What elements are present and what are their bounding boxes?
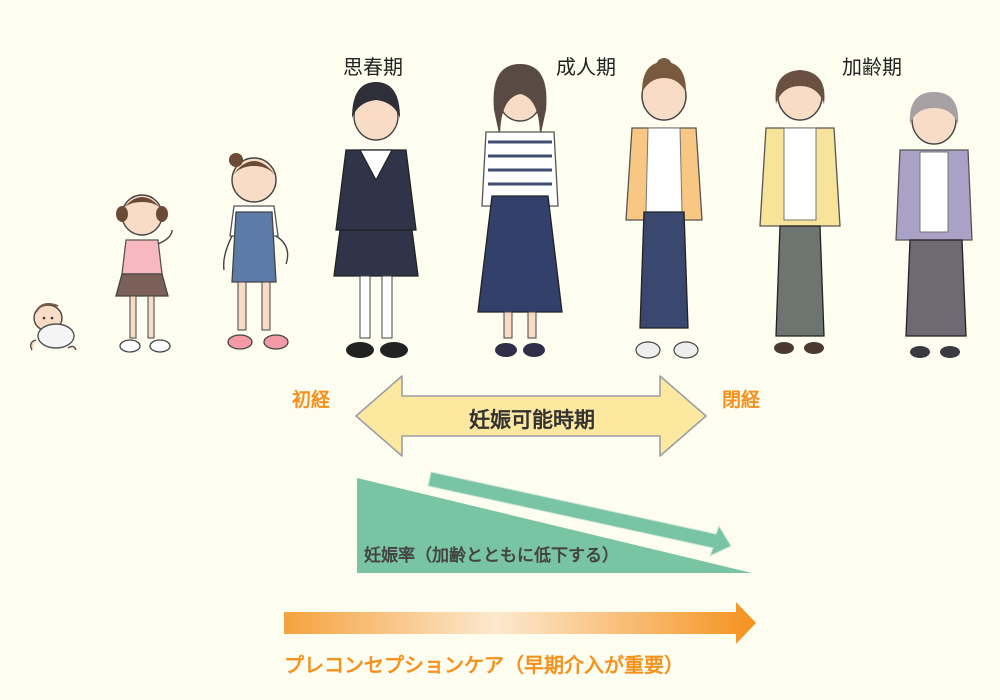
middle-aged-woman-figure — [759, 70, 841, 354]
decline-arrow — [427, 471, 732, 557]
toddler-girl-figure — [115, 194, 173, 353]
child-girl-figure — [222, 153, 289, 350]
pregnancy-rate-triangle — [357, 478, 752, 573]
pregnancy-rate-label: 妊娠率（加齢とともに低下する） — [364, 546, 619, 566]
student-figure — [333, 82, 419, 358]
stage-label-adulthood: 成人期 — [556, 55, 616, 79]
stage-label-aging: 加齢期 — [842, 55, 902, 79]
preconception-arrow — [284, 602, 756, 644]
stage-label-adolescence: 思春期 — [343, 55, 403, 79]
marker-menopause: 閉経 — [722, 389, 761, 411]
preconception-label: プレコンセプションケア（早期介入が重要） — [284, 653, 684, 677]
baby-figure — [30, 303, 77, 351]
elderly-woman-figure — [895, 92, 973, 358]
marker-menarche: 初経 — [292, 389, 331, 411]
fertile-period-arrow — [355, 375, 707, 457]
adult-woman-figure — [625, 58, 703, 359]
young-woman-figure — [477, 64, 563, 357]
fertile-period-label: 妊娠可能時期 — [469, 408, 595, 432]
